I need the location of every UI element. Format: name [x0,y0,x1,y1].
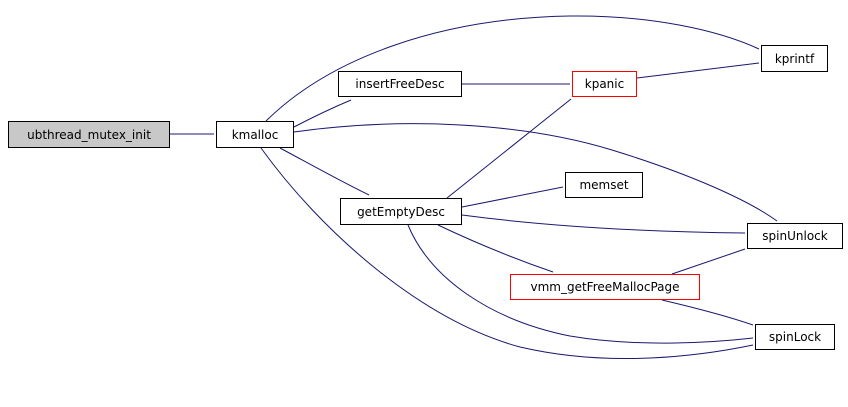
node-getEmptyDesc[interactable]: getEmptyDesc [340,198,462,225]
node-kpanic[interactable]: kpanic [572,71,637,97]
node-spinLock[interactable]: spinLock [755,324,835,350]
node-label: kmalloc [231,127,279,142]
node-kmalloc[interactable]: kmalloc [216,121,294,148]
edge-getEmptyDesc-spinLock [407,224,754,344]
node-vmm_getFreeMallocPage[interactable]: vmm_getFreeMallocPage [510,274,700,300]
node-ubthread_mutex_init[interactable]: ubthread_mutex_init [8,121,170,148]
node-label: ubthread_mutex_init [27,127,151,142]
edge-vmm_getFreeMallocPage-spinUnlock [671,248,746,275]
edge-vmm_getFreeMallocPage-spinLock [661,299,754,326]
edge-kmalloc-spinUnlock [293,123,778,222]
node-label: insertFreeDesc [355,77,445,91]
edge-kmalloc-kprintf [265,15,760,122]
node-label: kprintf [774,51,815,66]
node-label: spinLock [768,330,822,344]
edge-getEmptyDesc-kpanic [446,98,572,199]
edge-getEmptyDesc-vmm_getFreeMallocPage [437,224,554,273]
node-spinUnlock[interactable]: spinUnlock [747,223,843,249]
node-insertFreeDesc[interactable]: insertFreeDesc [338,71,462,97]
node-label: getEmptyDesc [357,204,445,219]
node-label: kpanic [584,77,625,91]
node-label: spinUnlock [762,229,828,243]
edge-kmalloc-spinLock [260,147,754,359]
node-label: memset [579,178,629,192]
edge-getEmptyDesc-memset [461,186,564,208]
edge-kmalloc-getEmptyDesc [279,147,370,196]
node-memset[interactable]: memset [565,172,643,198]
node-kprintf[interactable]: kprintf [761,45,828,72]
edge-getEmptyDesc-spinUnlock [461,214,746,234]
node-label: vmm_getFreeMallocPage [530,280,680,294]
edge-kpanic-kprintf [636,62,760,79]
edge-kmalloc-insertFreeDesc [293,99,352,128]
